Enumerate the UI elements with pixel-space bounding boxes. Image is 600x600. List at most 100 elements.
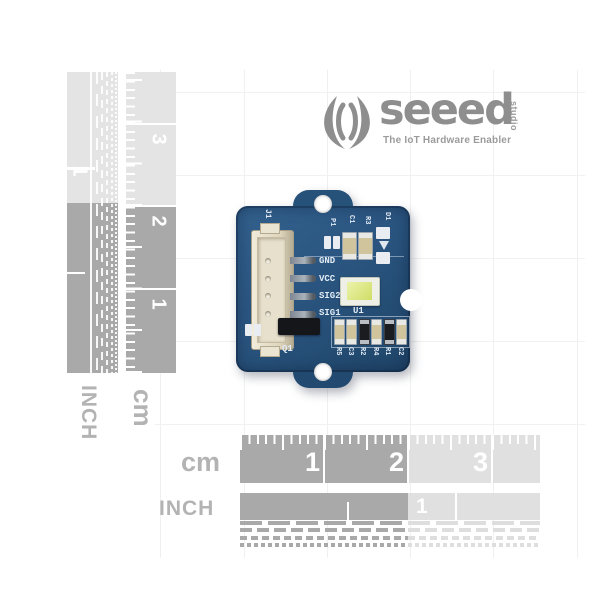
- resistor-r1: [383, 319, 395, 345]
- connector-pin: [290, 275, 316, 282]
- inch-fraction-ticks: [240, 528, 540, 532]
- connector-latch: [260, 346, 280, 357]
- silkscreen-ref-r3: R3: [363, 216, 371, 225]
- cm-mark-line: [126, 123, 176, 125]
- silkscreen-ref-u1: U1: [353, 306, 364, 316]
- grove-connector-cavity: [257, 237, 286, 343]
- cm-mark-line: [407, 435, 409, 483]
- ruler-number: 1: [304, 447, 320, 477]
- ruler-number: 3: [147, 133, 170, 145]
- grid-line: [155, 424, 585, 425]
- ruler-number: 2: [388, 447, 404, 477]
- capacitor-c2: [396, 319, 407, 345]
- connector-pin: [290, 293, 316, 300]
- ruler-number: 1: [416, 495, 428, 518]
- horizontal-inch-ruler: 1: [240, 493, 540, 520]
- diode-pad: [376, 252, 390, 264]
- silkscreen-ref-r1: R1: [383, 347, 391, 356]
- sensor-window: [347, 282, 372, 300]
- connector-pin: [290, 257, 316, 264]
- silkscreen-ref-c2: C2: [396, 347, 404, 356]
- tick-marks: [90, 72, 92, 373]
- grid-line: [155, 175, 585, 176]
- tick-marks: [101, 72, 103, 373]
- mounting-hole-top: [314, 195, 332, 213]
- mounting-hole-bottom: [314, 363, 332, 381]
- pin-label-vcc: VCC: [319, 274, 336, 284]
- diode-silkscreen-triangle: [379, 241, 389, 250]
- resistor-r4: [371, 319, 382, 345]
- light-sensor-u1: [340, 277, 380, 306]
- cm-unit-label: cm: [128, 389, 158, 427]
- grid-line: [577, 70, 578, 558]
- capacitor-c1: [342, 232, 357, 260]
- seeed-studio-logo: seeed studio The IoT Hardware Enabler: [313, 85, 523, 156]
- silkscreen-ref-r4: R4: [371, 347, 379, 356]
- inch-fraction-ticks: [240, 536, 540, 540]
- connector-pin-socket: [265, 258, 271, 264]
- resistor-r3: [358, 232, 373, 260]
- pin-label-sig2: SIG2: [319, 291, 341, 301]
- grid-line: [410, 70, 411, 558]
- smd-pad: [333, 236, 340, 249]
- diode-pad: [376, 227, 390, 239]
- connector-pin-socket: [265, 311, 271, 317]
- cm-mark-line: [126, 205, 176, 207]
- silkscreen-ref-q1: Q1: [282, 344, 293, 354]
- tick-marks: [115, 72, 117, 373]
- capacitor-c3: [346, 319, 357, 345]
- inch-unit-label: INCH: [159, 497, 215, 520]
- transistor-q1: [278, 318, 320, 335]
- cm-mark-line: [323, 435, 325, 483]
- inch-mark-line: [67, 167, 95, 170]
- brand-sub-name: studio: [509, 101, 519, 131]
- smd-pad: [324, 236, 331, 249]
- tick-marks: [126, 72, 142, 373]
- inch-fraction-ticks: [240, 521, 540, 525]
- connector-pin-socket: [265, 293, 271, 299]
- resistor-r5: [334, 319, 345, 345]
- silkscreen-ref-r2: R2: [358, 347, 366, 356]
- silkscreen-ref-c1: C1: [347, 215, 355, 224]
- ruler-number: 1: [68, 165, 91, 177]
- ruler-number: 1: [147, 298, 170, 310]
- grove-pcb-module: J1 GND VCC SIG2 SIG1 P1 C1 R3 D1 U1 Q1: [236, 190, 422, 388]
- grid-line: [493, 70, 494, 558]
- tick-marks: [106, 72, 108, 373]
- half-inch-mark-line: [347, 502, 349, 520]
- inch-fraction-ticks: [240, 543, 540, 547]
- silkscreen-ref-c3: C3: [346, 347, 354, 356]
- pin-label-gnd: GND: [319, 256, 336, 266]
- seeed-lotus-icon: [324, 96, 370, 149]
- silkscreen-ref-j1: J1: [263, 209, 272, 219]
- resistor-r2: [358, 319, 370, 345]
- connector-pin: [290, 311, 316, 318]
- silkscreen-ref-r5: R5: [334, 347, 342, 356]
- ruler-number: 3: [472, 447, 488, 477]
- tick-marks: [240, 435, 540, 450]
- smd-pad: [245, 324, 252, 336]
- grid-line: [155, 92, 585, 93]
- inch-mark-line: [455, 493, 457, 520]
- tick-marks: [111, 72, 113, 373]
- tick-marks: [96, 72, 98, 373]
- inch-unit-label: INCH: [77, 385, 100, 441]
- silkscreen-outline: [331, 316, 410, 348]
- ruler-number: 2: [147, 215, 170, 227]
- horizontal-cm-ruler: 1 2 3: [240, 435, 540, 483]
- silkscreen-ref-p1: P1: [328, 218, 336, 227]
- silkscreen-ref-d1: D1: [383, 212, 391, 221]
- edge-notch: [400, 289, 422, 311]
- cm-mark-line: [491, 435, 493, 483]
- smd-pad: [254, 324, 261, 336]
- cm-unit-label: cm: [181, 447, 221, 477]
- cm-mark-line: [126, 288, 176, 290]
- connector-pin-socket: [265, 276, 271, 282]
- brand-tagline: The IoT Hardware Enabler: [383, 135, 512, 146]
- brand-name: seeed: [379, 85, 515, 135]
- vertical-cm-ruler: 3 2 1: [126, 72, 176, 373]
- half-inch-mark-line: [67, 272, 85, 274]
- connector-latch: [260, 223, 280, 234]
- vertical-inch-ruler: 1: [67, 72, 118, 373]
